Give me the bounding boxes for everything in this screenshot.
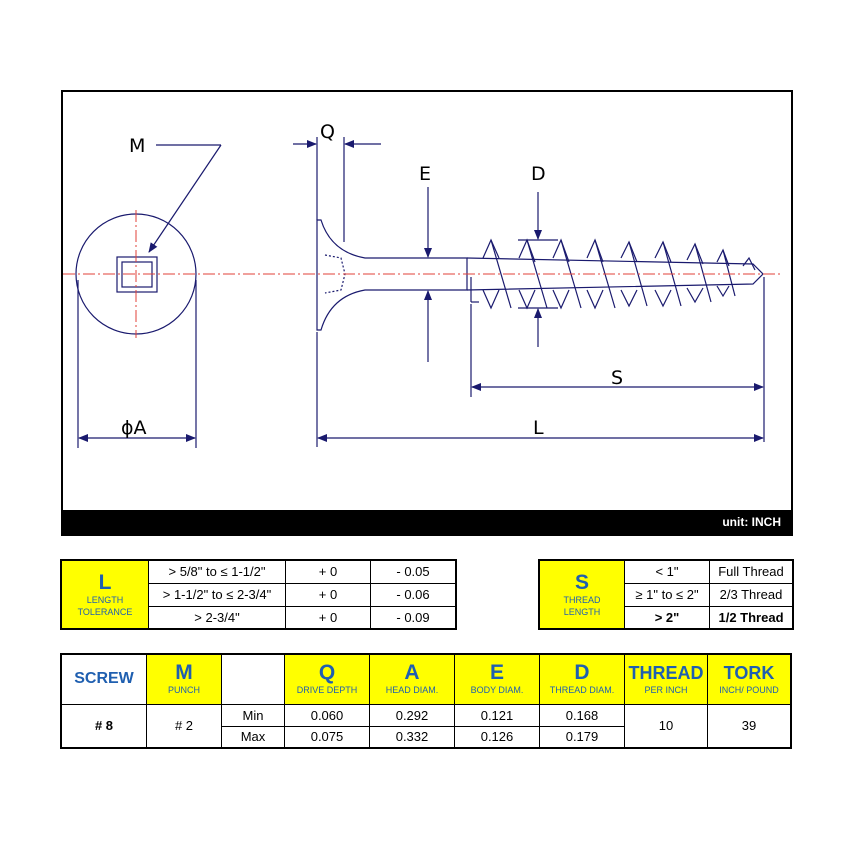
a-max: 0.332 xyxy=(369,725,455,749)
tol-range-3: > 2-3/4" xyxy=(148,605,286,630)
label-a: ϕA xyxy=(121,417,147,439)
max-label: Max xyxy=(221,725,285,749)
screw-size: # 8 xyxy=(60,703,147,749)
tol-plus-2: + 0 xyxy=(285,582,371,607)
drive-square-outer xyxy=(116,256,158,293)
length-letter: L xyxy=(98,570,112,594)
thread-value-2: 2/3 Thread xyxy=(709,582,794,607)
thread-range-1: < 1" xyxy=(624,559,710,584)
tol-plus-3: + 0 xyxy=(285,605,371,630)
label-e: E xyxy=(419,163,431,185)
thread-range-3: > 2" xyxy=(624,605,710,630)
label-s: S xyxy=(611,367,623,389)
d-min: 0.168 xyxy=(539,703,625,727)
e-max: 0.126 xyxy=(454,725,540,749)
tol-range-2: > 1-1/2" to ≤ 2-3/4" xyxy=(148,582,286,607)
thread-caption-1: THREAD xyxy=(563,594,601,605)
label-m: M xyxy=(129,135,145,157)
tork-value: 39 xyxy=(707,703,792,749)
thread-caption-2: LENGTH xyxy=(563,606,601,617)
unit-bar: unit: INCH xyxy=(63,510,791,534)
length-tolerance-table: L LENGTH TOLERANCE > 5/8" to ≤ 1-1/2" + … xyxy=(60,559,457,630)
tol-minus-3: - 0.09 xyxy=(370,605,457,630)
e-min: 0.121 xyxy=(454,703,540,727)
q-min: 0.060 xyxy=(284,703,370,727)
thread-per-inch: 10 xyxy=(624,703,708,749)
q-max: 0.075 xyxy=(284,725,370,749)
thread-value-3: 1/2 Thread xyxy=(709,605,794,630)
label-d: D xyxy=(531,163,546,185)
tol-plus-1: + 0 xyxy=(285,559,371,584)
screw-head-body xyxy=(316,219,468,331)
m-leader xyxy=(148,144,222,253)
length-caption-2: TOLERANCE xyxy=(77,606,133,617)
tol-range-1: > 5/8" to ≤ 1-1/2" xyxy=(148,559,286,584)
blank-header xyxy=(221,653,285,705)
thread-length-table: S THREAD LENGTH < 1" Full Thread ≥ 1" to… xyxy=(538,559,794,630)
d-max: 0.179 xyxy=(539,725,625,749)
label-l: L xyxy=(533,417,544,439)
length-tolerance-header: L LENGTH TOLERANCE xyxy=(60,559,149,630)
screw-header: SCREW xyxy=(60,653,147,705)
punch-size: # 2 xyxy=(146,703,222,749)
thread-value-1: Full Thread xyxy=(709,559,794,584)
length-caption-1: LENGTH xyxy=(86,594,124,605)
tol-minus-2: - 0.06 xyxy=(370,582,457,607)
a-min: 0.292 xyxy=(369,703,455,727)
label-q: Q xyxy=(320,121,335,143)
tol-minus-1: - 0.05 xyxy=(370,559,457,584)
thread-range-2: ≥ 1" to ≤ 2" xyxy=(624,582,710,607)
min-label: Min xyxy=(221,703,285,727)
thread-letter: S xyxy=(574,570,589,594)
unit-label: unit: INCH xyxy=(722,515,781,529)
screw-drawing: M Q E D S L ϕA xyxy=(63,121,783,448)
thread-length-header: S THREAD LENGTH xyxy=(538,559,625,630)
drawing-frame: M Q E D S L ϕA unit: INCH xyxy=(61,90,793,536)
